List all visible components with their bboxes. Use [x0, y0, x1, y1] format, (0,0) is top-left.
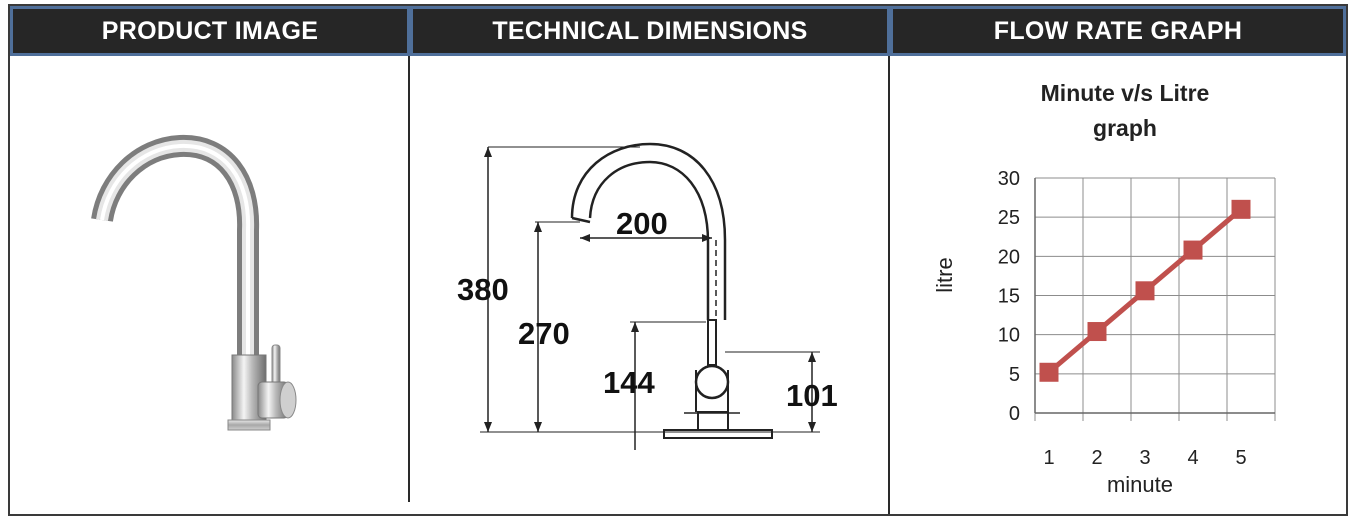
y-tick-label: 30	[998, 168, 1020, 190]
dimension-101-label: 101	[786, 378, 838, 413]
y-tick-label: 25	[998, 207, 1020, 229]
data-point-marker	[1087, 322, 1107, 342]
chart-series-line	[1039, 199, 1251, 382]
table-frame	[8, 4, 1348, 516]
chart-title-line-1: Minute v/s Litre	[1041, 80, 1210, 106]
data-point-marker	[1183, 240, 1203, 260]
header-flow-rate-graph: FLOW RATE GRAPH	[890, 6, 1346, 56]
dimension-200-label: 200	[616, 206, 668, 241]
chart-axes: 0 5 10 15 20 25 30 1 2 3 4 5	[998, 168, 1275, 469]
header-technical-dimensions: TECHNICAL DIMENSIONS	[410, 6, 890, 56]
x-tick-label: 3	[1139, 447, 1150, 469]
x-tick-label: 2	[1091, 447, 1102, 469]
faucet-product-image	[91, 134, 297, 431]
y-tick-label: 15	[998, 286, 1020, 308]
x-tick-label: 5	[1235, 447, 1246, 469]
x-tick-label: 1	[1043, 447, 1054, 469]
x-tick-label: 4	[1187, 447, 1198, 469]
chart-title-line-2: graph	[1093, 115, 1157, 141]
x-axis-label: minute	[1107, 472, 1173, 497]
dimension-380-label: 380	[457, 272, 509, 307]
data-point-marker	[1231, 199, 1251, 219]
dimension-270-label: 270	[518, 316, 570, 351]
y-tick-label: 5	[1009, 364, 1020, 386]
y-tick-label: 0	[1009, 403, 1020, 425]
data-point-marker	[1135, 281, 1155, 301]
technical-dimensions-drawing: 380 270 200 144 101	[457, 142, 838, 450]
dimension-144-label: 144	[603, 365, 655, 400]
header-product-image: PRODUCT IMAGE	[10, 6, 410, 56]
y-axis-label: litre	[932, 257, 957, 292]
data-point-marker	[1039, 362, 1059, 382]
flow-rate-chart: Minute v/s Litre graph 0 5 10 15 20 25 30 1 2 3 4 5…	[932, 80, 1276, 497]
y-tick-label: 10	[998, 325, 1020, 347]
y-tick-label: 20	[998, 246, 1020, 268]
column-divider-2	[888, 56, 890, 514]
column-divider-1	[408, 56, 410, 502]
